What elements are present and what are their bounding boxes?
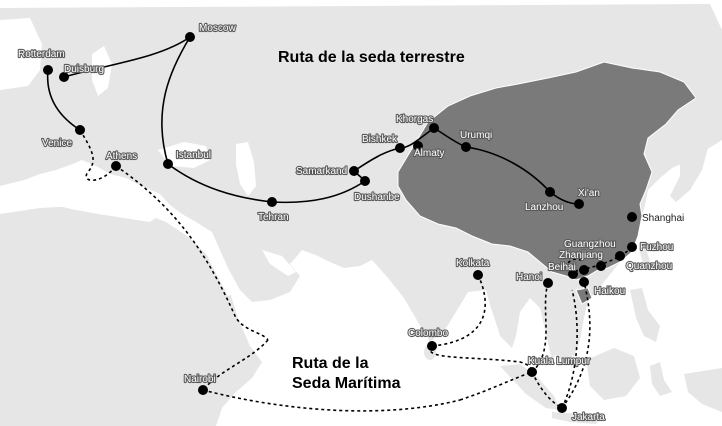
- city-dot-xian: [574, 199, 584, 209]
- city-label-moscow: Moscow: [199, 23, 236, 34]
- city-label-dushanbe: Dushanbe: [354, 192, 400, 203]
- city-label-istanbul: Istanbul: [176, 150, 211, 161]
- city-label-samarkand: Samarkand: [296, 166, 347, 177]
- city-label-zhanjiang: Zhanjiang: [559, 250, 603, 261]
- borneo: [586, 348, 640, 400]
- africa-landmass: [0, 206, 262, 426]
- city-label-guangzhou: Guangzhou: [564, 239, 616, 250]
- city-label-kuala-lumpur: Kuala Lumpur: [528, 356, 591, 367]
- persian-gulf: [262, 250, 296, 276]
- land-route-rotterdam-venice: [46, 69, 81, 131]
- city-dot-jakarta: [557, 403, 567, 413]
- land-route-tehran-dushanbe: [271, 180, 366, 204]
- philippines: [630, 288, 660, 342]
- city-dot-kuala-lumpur: [527, 367, 537, 377]
- city-label-rotterdam: Rotterdam: [18, 49, 65, 60]
- north-sea: [0, 18, 42, 90]
- city-label-fuzhou: Fuzhou: [640, 242, 673, 253]
- city-dot-tehran: [267, 197, 277, 207]
- city-dot-guangzhou: [596, 261, 606, 271]
- sea-route-kolkata-colombo: [431, 274, 486, 347]
- city-dot-venice: [75, 125, 85, 135]
- city-label-hanoi: Hanoi: [516, 272, 542, 283]
- city-dot-rotterdam: [43, 65, 53, 75]
- city-label-xian: Xi'an: [578, 188, 600, 199]
- new-guinea: [684, 368, 722, 412]
- sea-route-beihai-guangzhou: [564, 258, 585, 269]
- city-dot-samarkand: [349, 166, 359, 176]
- mediterranean-sea: [54, 182, 164, 222]
- city-dot-bishkek: [395, 143, 405, 153]
- city-dot-zhanjiang: [579, 265, 589, 275]
- sulawesi: [650, 362, 672, 396]
- sea-route-nairobi-indian-ocean: [202, 389, 461, 412]
- city-label-almaty: Almaty: [414, 148, 445, 159]
- city-dot-dushanbe: [360, 176, 370, 186]
- land-route-duisburg-moscow: [63, 36, 191, 78]
- land-route-urumqi-lanzhou: [465, 146, 551, 193]
- city-dot-colombo: [427, 341, 437, 351]
- caspian-sea: [236, 142, 256, 196]
- city-label-tehran: Tehran: [258, 212, 289, 223]
- city-dot-istanbul: [163, 159, 173, 169]
- arabia-landmass: [212, 232, 300, 302]
- india-landmass: [372, 254, 486, 342]
- sea-route-to-kuala-lumpur: [459, 371, 533, 401]
- land-route-istanbul-tehran: [167, 163, 273, 203]
- city-dot-beihai: [568, 269, 578, 279]
- taiwan: [640, 248, 650, 268]
- city-label-jakarta: Jakarta: [572, 412, 605, 423]
- city-label-duisburg: Duisburg: [64, 64, 104, 75]
- land-route-title: Ruta de la seda terrestre: [278, 49, 465, 66]
- city-label-kolkata: Kolkata: [456, 258, 490, 269]
- city-label-quanzhou: Quanzhou: [626, 261, 672, 272]
- city-label-nairobi: Nairobi: [184, 374, 216, 385]
- baltic-sea: [92, 46, 112, 96]
- city-dot-athens: [111, 161, 121, 171]
- city-markers: [43, 32, 637, 413]
- java: [552, 412, 600, 424]
- city-dot-moscow: [185, 32, 195, 42]
- city-dot-haikou: [579, 277, 589, 287]
- city-dot-fuzhou: [627, 242, 637, 252]
- sea-route-title-line1: Ruta de la: [292, 355, 369, 372]
- city-label-lanzhou: Lanzhou: [525, 202, 563, 213]
- city-label-beihai: Beihai: [548, 262, 576, 273]
- city-dot-urumqi: [461, 142, 471, 152]
- city-dot-quanzhou: [615, 251, 625, 261]
- sea-route-athens-suez: [115, 165, 269, 341]
- city-label-bishkek: Bishkek: [362, 134, 398, 145]
- sumatra: [500, 364, 560, 410]
- city-dot-hanoi: [543, 278, 553, 288]
- china-landmass: [397, 61, 697, 281]
- city-label-athens: Athens: [106, 151, 137, 162]
- sea-route-jakarta-haikou: [561, 281, 591, 409]
- city-dot-shanghai: [627, 212, 637, 222]
- red-sea: [196, 232, 236, 296]
- land-route-moscow-istanbul: [161, 36, 191, 165]
- city-labels: Moscow Rotterdam Duisburg Venice Athens …: [17, 22, 686, 424]
- city-dot-lanzhou: [545, 187, 555, 197]
- city-dot-khorgas: [429, 123, 439, 133]
- city-dot-nairobi: [198, 385, 208, 395]
- city-label-haikou: Haikou: [594, 286, 625, 297]
- sea-route-title-line2: Seda Marítima: [292, 375, 401, 392]
- city-dot-almaty: [413, 141, 423, 151]
- city-label-khorgas: Khorgas: [396, 114, 433, 125]
- japan: [670, 140, 708, 202]
- city-label-colombo: Colombo: [408, 328, 448, 339]
- city-label-urumqi: Urumqi: [460, 130, 492, 141]
- city-label-venice: Venice: [42, 138, 72, 149]
- city-dot-kolkata: [473, 270, 483, 280]
- city-label-shanghai: Shanghai: [642, 213, 684, 224]
- sea-route-jakarta-beihai: [561, 289, 578, 409]
- sea-route-nairobi-coast: [202, 339, 269, 391]
- city-dot-duisburg: [59, 72, 69, 82]
